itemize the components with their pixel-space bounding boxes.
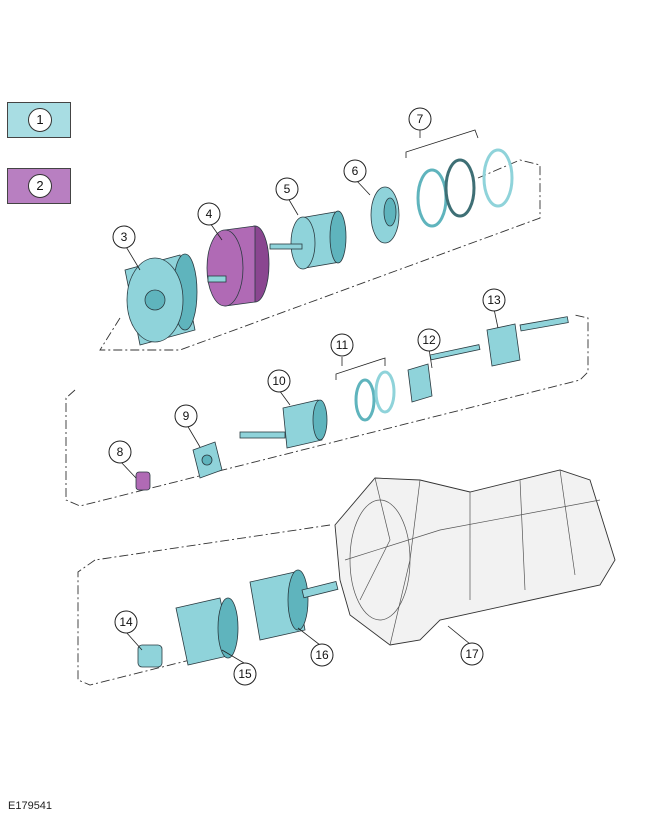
group-outline-top (99, 159, 541, 351)
callout-3: 3 (112, 225, 136, 249)
part-11-clutch-plates (354, 370, 396, 422)
callout-8-label: 8 (117, 445, 124, 459)
callout-7: 7 (408, 107, 432, 131)
legend-swatch-2: 2 (7, 168, 71, 204)
part-12-output-shaft (407, 344, 481, 403)
callout-14-label: 14 (119, 615, 133, 629)
callout-14: 14 (114, 610, 138, 634)
callout-6: 6 (343, 159, 367, 183)
callout-17-label: 17 (465, 647, 479, 661)
callout-7-label: 7 (417, 112, 424, 126)
part-7-clutch-plates (416, 148, 514, 228)
part-10-shaft-drum (239, 399, 328, 449)
callout-11-label: 11 (336, 338, 349, 352)
callout-5-label: 5 (284, 182, 291, 196)
figure-id: E179541 (8, 800, 53, 812)
callout-10: 10 (267, 369, 291, 393)
callout-10-label: 10 (272, 374, 286, 388)
part-13-drum-shaft (486, 316, 569, 367)
callout-15-label: 15 (238, 667, 252, 681)
callout-15: 15 (233, 662, 257, 686)
legend-label-2: 2 (28, 174, 52, 198)
callout-17: 17 (460, 642, 484, 666)
callout-3-label: 3 (121, 230, 128, 244)
callout-16: 16 (310, 643, 334, 667)
callout-5: 5 (275, 177, 299, 201)
part-8-sun-gear (135, 471, 151, 491)
part-16-ring-drum (249, 569, 339, 641)
part-14-gear (137, 644, 163, 668)
part-9-carrier (192, 441, 223, 479)
callout-8: 8 (108, 440, 132, 464)
part-3-converter-housing (124, 253, 198, 346)
callout-12-label: 12 (422, 333, 436, 347)
part-5-clutch-drum (269, 210, 347, 270)
leader-lines (119, 129, 499, 664)
part-17-transmission-case (334, 469, 616, 646)
part-6-hub (370, 186, 400, 244)
callout-9: 9 (174, 404, 198, 428)
callout-11: 11 (330, 333, 354, 357)
callout-12: 12 (417, 328, 441, 352)
group-outline-bottom (77, 524, 331, 686)
callout-4-label: 4 (206, 207, 213, 221)
callout-4: 4 (197, 202, 221, 226)
callout-13: 13 (482, 288, 506, 312)
callout-9-label: 9 (183, 409, 190, 423)
callout-6-label: 6 (352, 164, 359, 178)
callout-16-label: 16 (315, 648, 329, 662)
part-15-planetary-set (175, 597, 239, 666)
legend-label-1: 1 (28, 108, 52, 132)
callout-13-label: 13 (487, 293, 501, 307)
part-4-torque-converter (206, 225, 270, 307)
group-outline-middle (65, 314, 589, 507)
legend-swatch-1: 1 (7, 102, 71, 138)
